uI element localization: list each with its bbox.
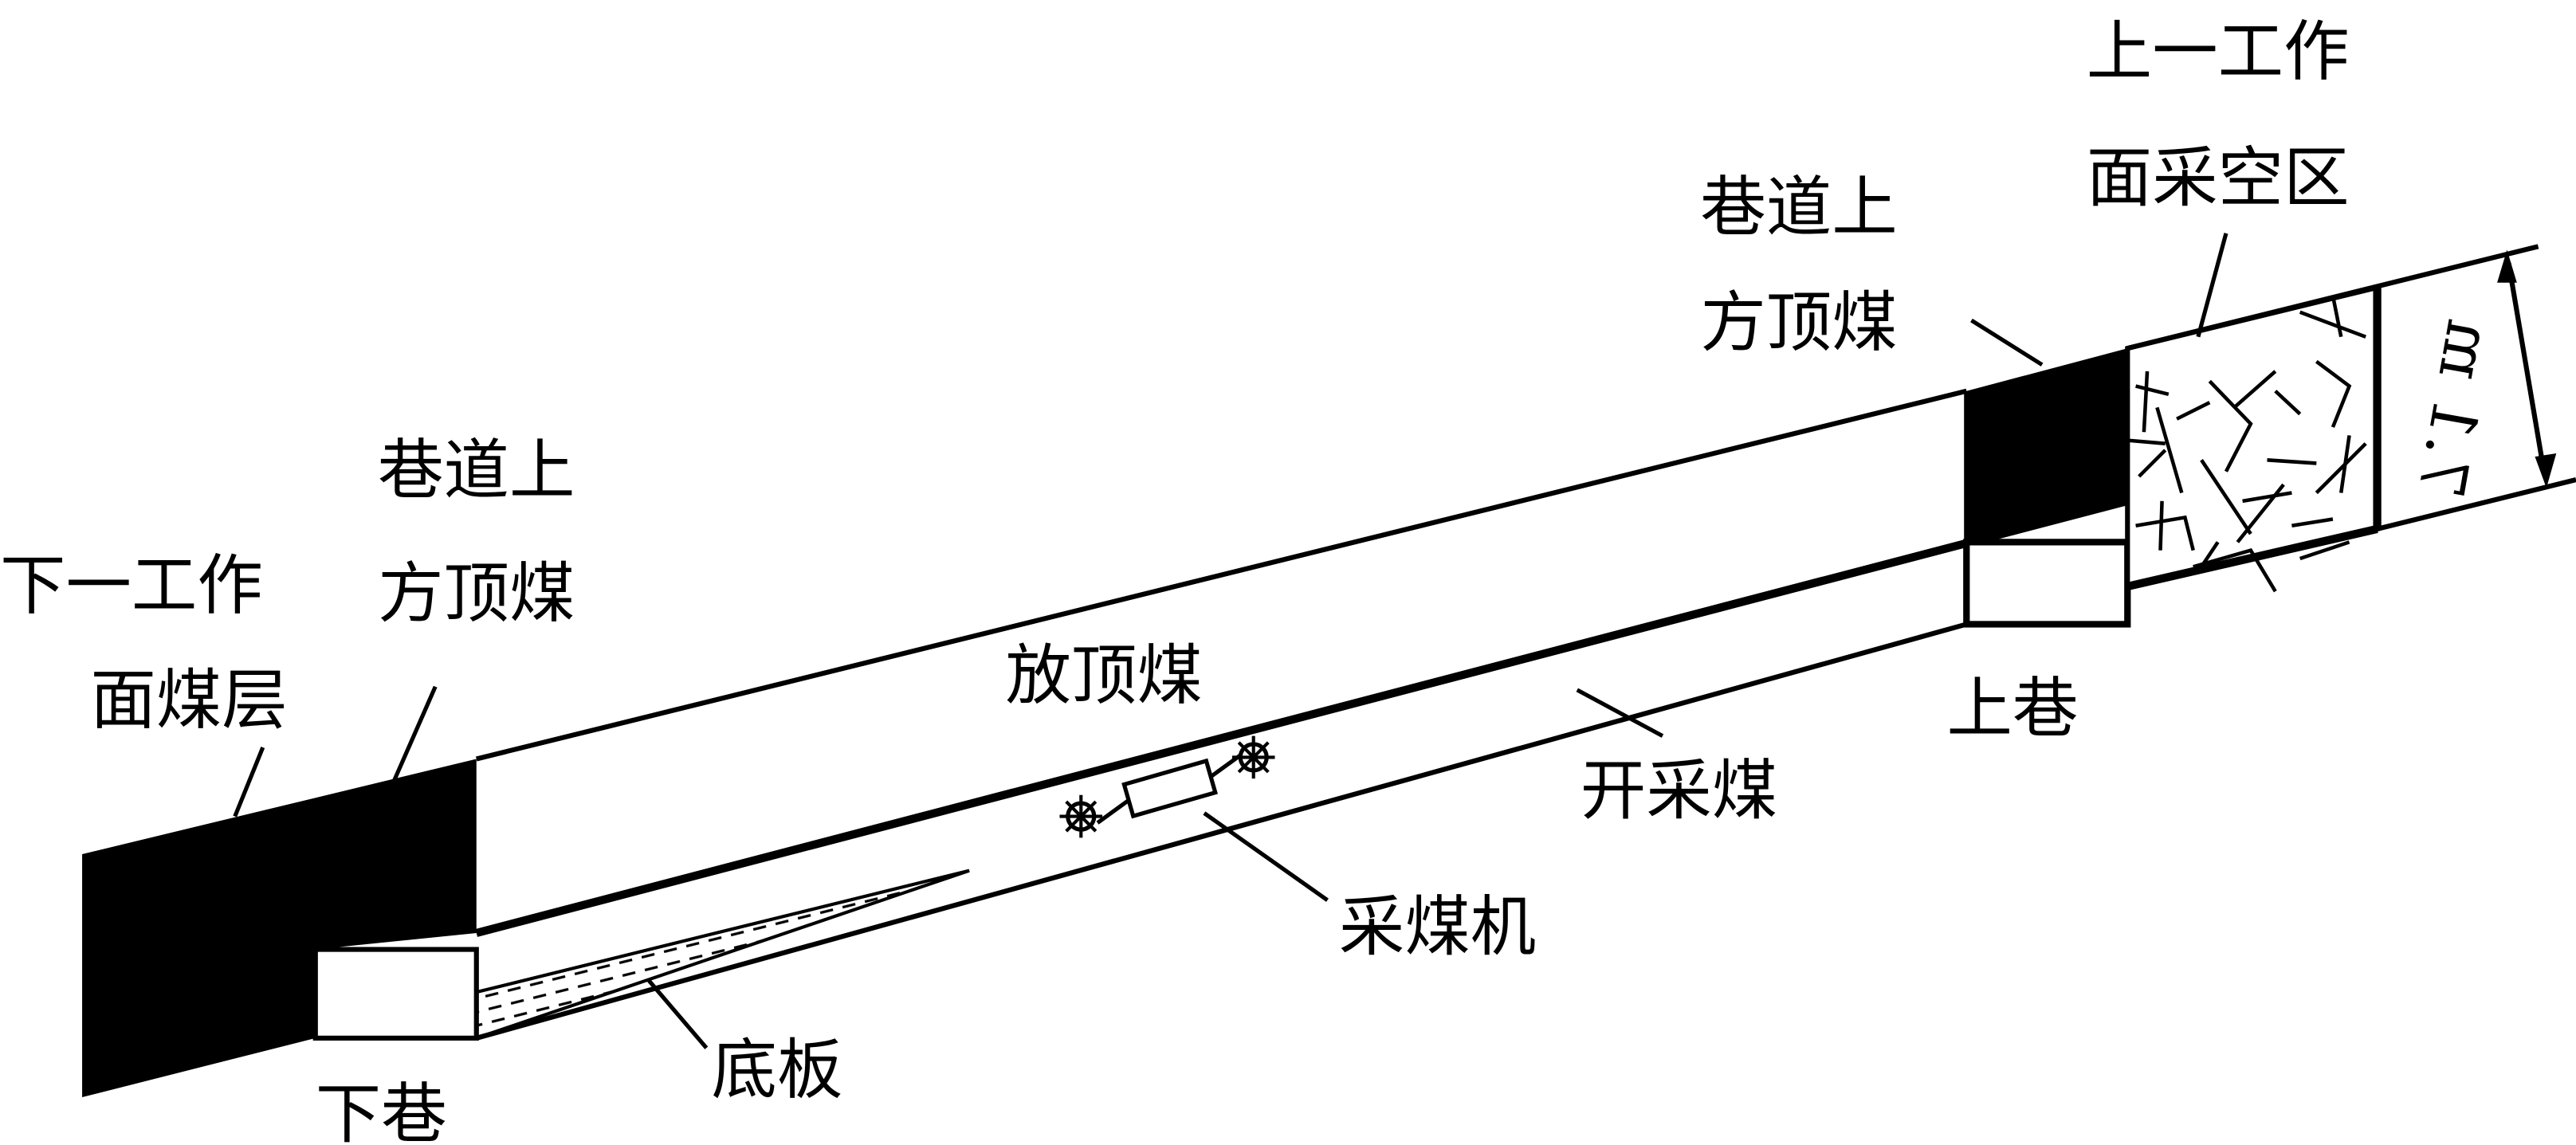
roof-line <box>476 388 1968 762</box>
label-right-top-coal-line1: 巷道上 <box>1700 170 1897 246</box>
left-black-coal-block <box>82 759 477 1098</box>
goaf-rock-fragments <box>2127 295 2367 593</box>
label-mined-coal: 开采煤 <box>1581 752 1777 829</box>
label-caving-coal: 放顶煤 <box>1005 637 1202 714</box>
label-upper-roadway: 上巷 <box>1947 670 2079 747</box>
label-next-face-seam-line1: 下一工作 <box>0 547 263 624</box>
floor-hatch <box>474 869 970 1041</box>
label-next-face-seam-line2: 面煤层 <box>90 662 287 739</box>
thickness-dimension-arrow <box>2497 249 2557 488</box>
label-lower-roadway: 下巷 <box>316 1076 447 1145</box>
cutting-drum-icon <box>1231 735 1275 779</box>
label-left-top-coal-line2: 方顶煤 <box>378 555 575 632</box>
label-goaf-line1: 上一工作 <box>2087 14 2350 90</box>
label-goaf-line2: 面采空区 <box>2087 140 2350 217</box>
label-right-top-coal-line2: 方顶煤 <box>1700 284 1897 361</box>
lower-roadway <box>312 947 479 1041</box>
thickness-label: 7.1 m <box>2403 315 2505 503</box>
leader-lines <box>233 233 2228 1049</box>
label-left-top-coal-line1: 巷道上 <box>378 433 575 509</box>
coal-interface-line <box>475 496 2129 937</box>
floor-line <box>475 622 1968 1041</box>
cutting-drum-icon <box>1059 794 1103 838</box>
label-floor: 底板 <box>712 1032 843 1108</box>
upper-roadway <box>1963 539 2131 628</box>
shearer-machine <box>1059 735 1275 838</box>
right-black-coal-block <box>1966 348 2128 543</box>
label-shearer: 采煤机 <box>1339 889 1536 966</box>
